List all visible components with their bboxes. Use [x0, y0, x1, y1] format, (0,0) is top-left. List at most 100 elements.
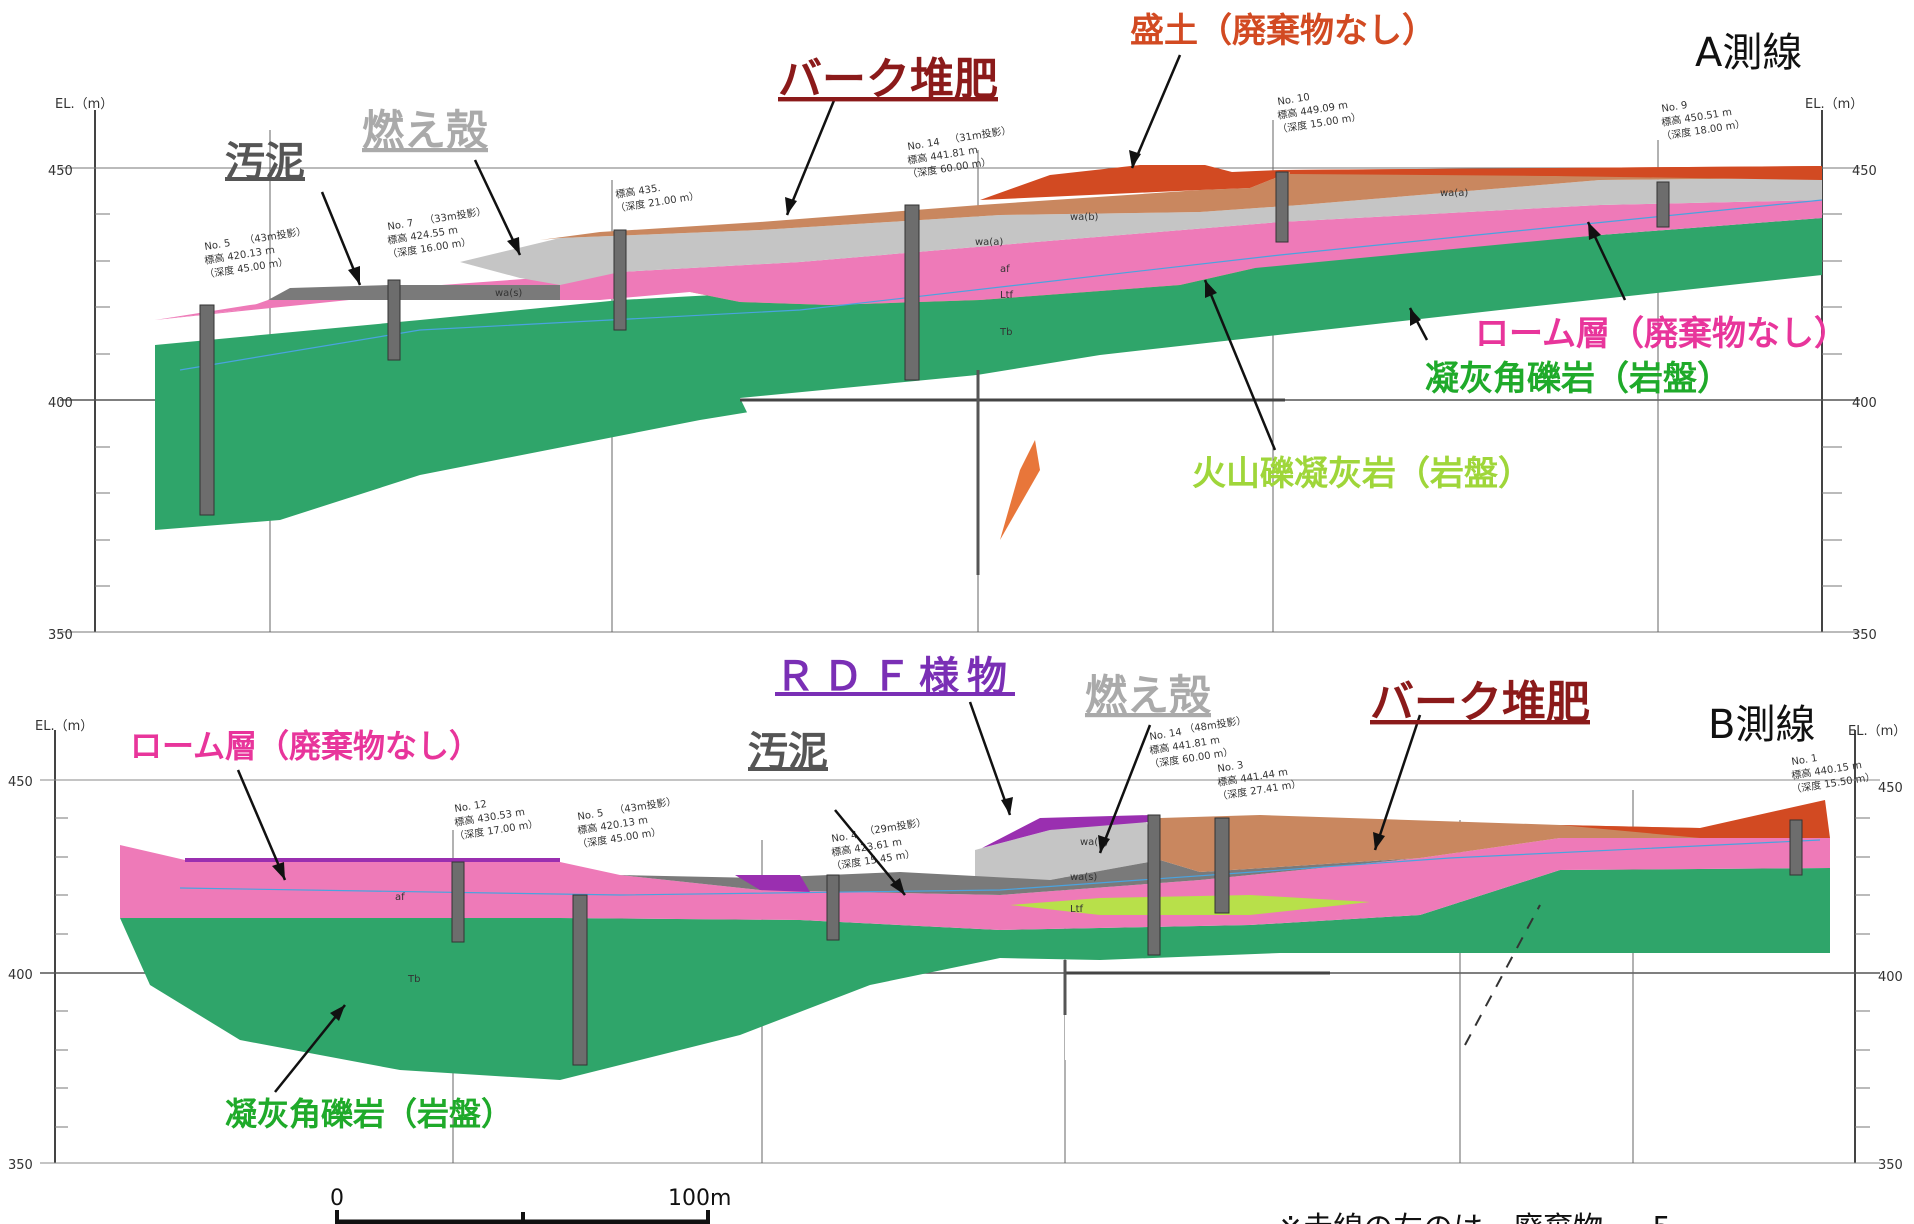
panel-a-code-wa-b: wa(b) [1070, 212, 1099, 223]
panel-b-bh3-no: No. 4 [831, 830, 859, 845]
panel-b-volcanic-tuff-layer [1010, 895, 1370, 915]
panel-b-bh4-no: No. 14 [1149, 727, 1183, 743]
panel-a-minor-ticks [95, 213, 1842, 587]
panel-b-fill-layer [1560, 800, 1830, 838]
panel-a-label-fill: 盛土（廃棄物なし） [1130, 11, 1436, 51]
panel-b-tick-450-right: 450 [1878, 781, 1903, 796]
panel-a-code-tb: Tb [999, 327, 1012, 338]
panel-b-borehole-no14 [1147, 814, 1161, 956]
panel-a-blank-region [740, 365, 1080, 555]
panel-a-borehole-no5 [199, 304, 215, 516]
panel-b-arrowheads [272, 797, 1385, 1021]
panel-b-bh6-no: No. 1 [1791, 753, 1819, 768]
panel-a-tick-450-right: 450 [1852, 164, 1877, 179]
panel-a-tick-350-left: 350 [48, 628, 73, 643]
panel-b-label-ash: 燃え殻 [1085, 671, 1212, 720]
panel-b-rdf-left [185, 858, 560, 862]
panel-b-dashed-fault [1464, 904, 1541, 1046]
panel-a-bh6-no: No. 9 [1661, 100, 1689, 115]
panel-a-ash-layer [460, 178, 1822, 285]
panel-a-bh4-no: No. 14 [907, 137, 941, 153]
panel-a-borehole-no10 [1275, 171, 1289, 243]
panel-b-borehole-no4 [826, 874, 840, 941]
panel-a-label-volcanic-tuff: 火山礫凝灰岩（岩盤） [1192, 454, 1532, 494]
panel-b-bh3-note: （29m投影） [863, 815, 927, 838]
panel-b-axis-label-right: EL.（m） [1848, 724, 1906, 739]
panel-b-label-sludge: 汚泥 [748, 729, 828, 775]
panel-a-label-ash: 燃え殻 [362, 106, 489, 155]
panel-b-arrows [236, 701, 1422, 1093]
panel-b-code-tb: Tb [407, 974, 420, 985]
panel-a-axis-label-left: EL.（m） [55, 97, 113, 112]
scale-bar: 0 100m [330, 1186, 731, 1224]
panel-a-label-sludge: 汚泥 [225, 139, 305, 185]
panel-b-bh1-no: No. 12 [454, 799, 488, 815]
panel-b-borehole-no1 [1789, 819, 1803, 876]
panel-b-code-ltf: Ltf [1070, 904, 1083, 915]
panel-a-arrowheads [348, 150, 1601, 326]
scale-end-label: 100m [668, 1186, 731, 1211]
panel-b-bh5-no: No. 3 [1217, 760, 1245, 775]
panel-b-tick-350-left: 350 [8, 1158, 33, 1173]
panel-b-tick-400-right: 400 [1878, 970, 1903, 985]
panel-b-code-wa-a: wa(a) [1080, 837, 1108, 848]
panel-a-borehole-no7 [387, 279, 401, 361]
panel-a-code-ltf: Ltf [1000, 290, 1013, 301]
panel-a-fill-top [1290, 166, 1822, 178]
panel-b-code-af: af [395, 892, 405, 903]
panel-b-sludge-layer [620, 858, 1420, 895]
panel-b-line-label: B測線 [1708, 702, 1815, 748]
panel-b-rdf-mid [735, 875, 810, 892]
panel-a-borehole-no9 [1656, 181, 1670, 228]
footnote: ※赤線の左のは、廃棄物 … 5 [1278, 1211, 1671, 1224]
panel-a-tick-400-left: 400 [48, 396, 73, 411]
panel-a-label-bark: バーク堆肥 [778, 54, 998, 105]
panel-b-label-loam: ローム層（廃棄物なし） [130, 727, 481, 765]
panel-a-axis-label-right: EL.（m） [1805, 97, 1863, 112]
panel-b-bh2-no: No. 5 [577, 808, 605, 823]
panel-b-label-tuff-breccia: 凝灰角礫岩（岩盤） [225, 1095, 513, 1133]
panel-a-code-wa-a-mid: wa(a) [975, 237, 1003, 248]
panel-a-loam-layer [155, 200, 1822, 320]
panel-b: 450 400 350 450 400 350 EL.（m） EL.（m） No… [8, 654, 1906, 1173]
panel-a-code-wa-s: wa(s) [495, 288, 522, 299]
panel-a-bh1-no: No. 5 [204, 238, 232, 253]
panel-b-tick-350-right: 350 [1878, 1158, 1903, 1173]
panel-b-label-rdf: ＲＤＦ様物 [775, 654, 1015, 700]
panel-b-tick-400-left: 400 [8, 968, 33, 983]
panel-a-orange-edge [1000, 440, 1040, 540]
panel-b-borehole-columns [451, 814, 1803, 1066]
panel-a-borehole-no14 [904, 204, 920, 381]
panel-b-tick-450-left: 450 [8, 775, 33, 790]
panel-a-code-wa-a-right: wa(a) [1440, 188, 1468, 199]
panel-a-tick-350-right: 350 [1852, 628, 1877, 643]
panel-a-bark-compost-layer [540, 168, 1822, 240]
panel-b-rdf-layer [982, 815, 1150, 848]
panel-b-borehole-no12 [451, 861, 465, 943]
panel-b-tuff-breccia-layer [120, 868, 1830, 1080]
panel-b-ash-layer [975, 818, 1160, 880]
panel-b-axis-label-left: EL.（m） [35, 719, 93, 734]
panel-a: 450 400 350 450 400 350 EL.（m） EL.（m） No… [48, 11, 1877, 643]
panel-a-water-table [179, 199, 1823, 371]
panel-a-line-label: A測線 [1695, 30, 1802, 76]
panel-a-label-tuff-breccia: 凝灰角礫岩（岩盤） [1425, 359, 1731, 399]
panel-b-label-bark: バーク堆肥 [1370, 677, 1590, 728]
panel-a-tuff-breccia-layer [155, 218, 1822, 530]
panel-b-minor-ticks [55, 817, 1870, 1128]
scale-start-label: 0 [330, 1186, 344, 1211]
panel-b-borehole-no5 [572, 894, 588, 1066]
panel-b-code-wa-s: wa(s) [1070, 872, 1097, 883]
panel-a-label-loam: ローム層（廃棄物なし） [1475, 314, 1848, 354]
panel-b-bark-compost-layer [1160, 815, 1700, 872]
panel-b-water-table [179, 839, 1821, 896]
panel-a-tick-450-left: 450 [48, 164, 73, 179]
panel-b-bh2-note: （43m投影） [613, 794, 677, 817]
panel-a-bh2-no: No. 7 [387, 218, 415, 233]
panel-b-blank-region [1065, 958, 1330, 1060]
panel-a-sludge-layer [268, 285, 560, 300]
panel-b-borehole-no3 [1214, 817, 1230, 914]
panel-a-borehole-no435 [613, 229, 627, 331]
panel-a-tick-400-right: 400 [1852, 396, 1877, 411]
